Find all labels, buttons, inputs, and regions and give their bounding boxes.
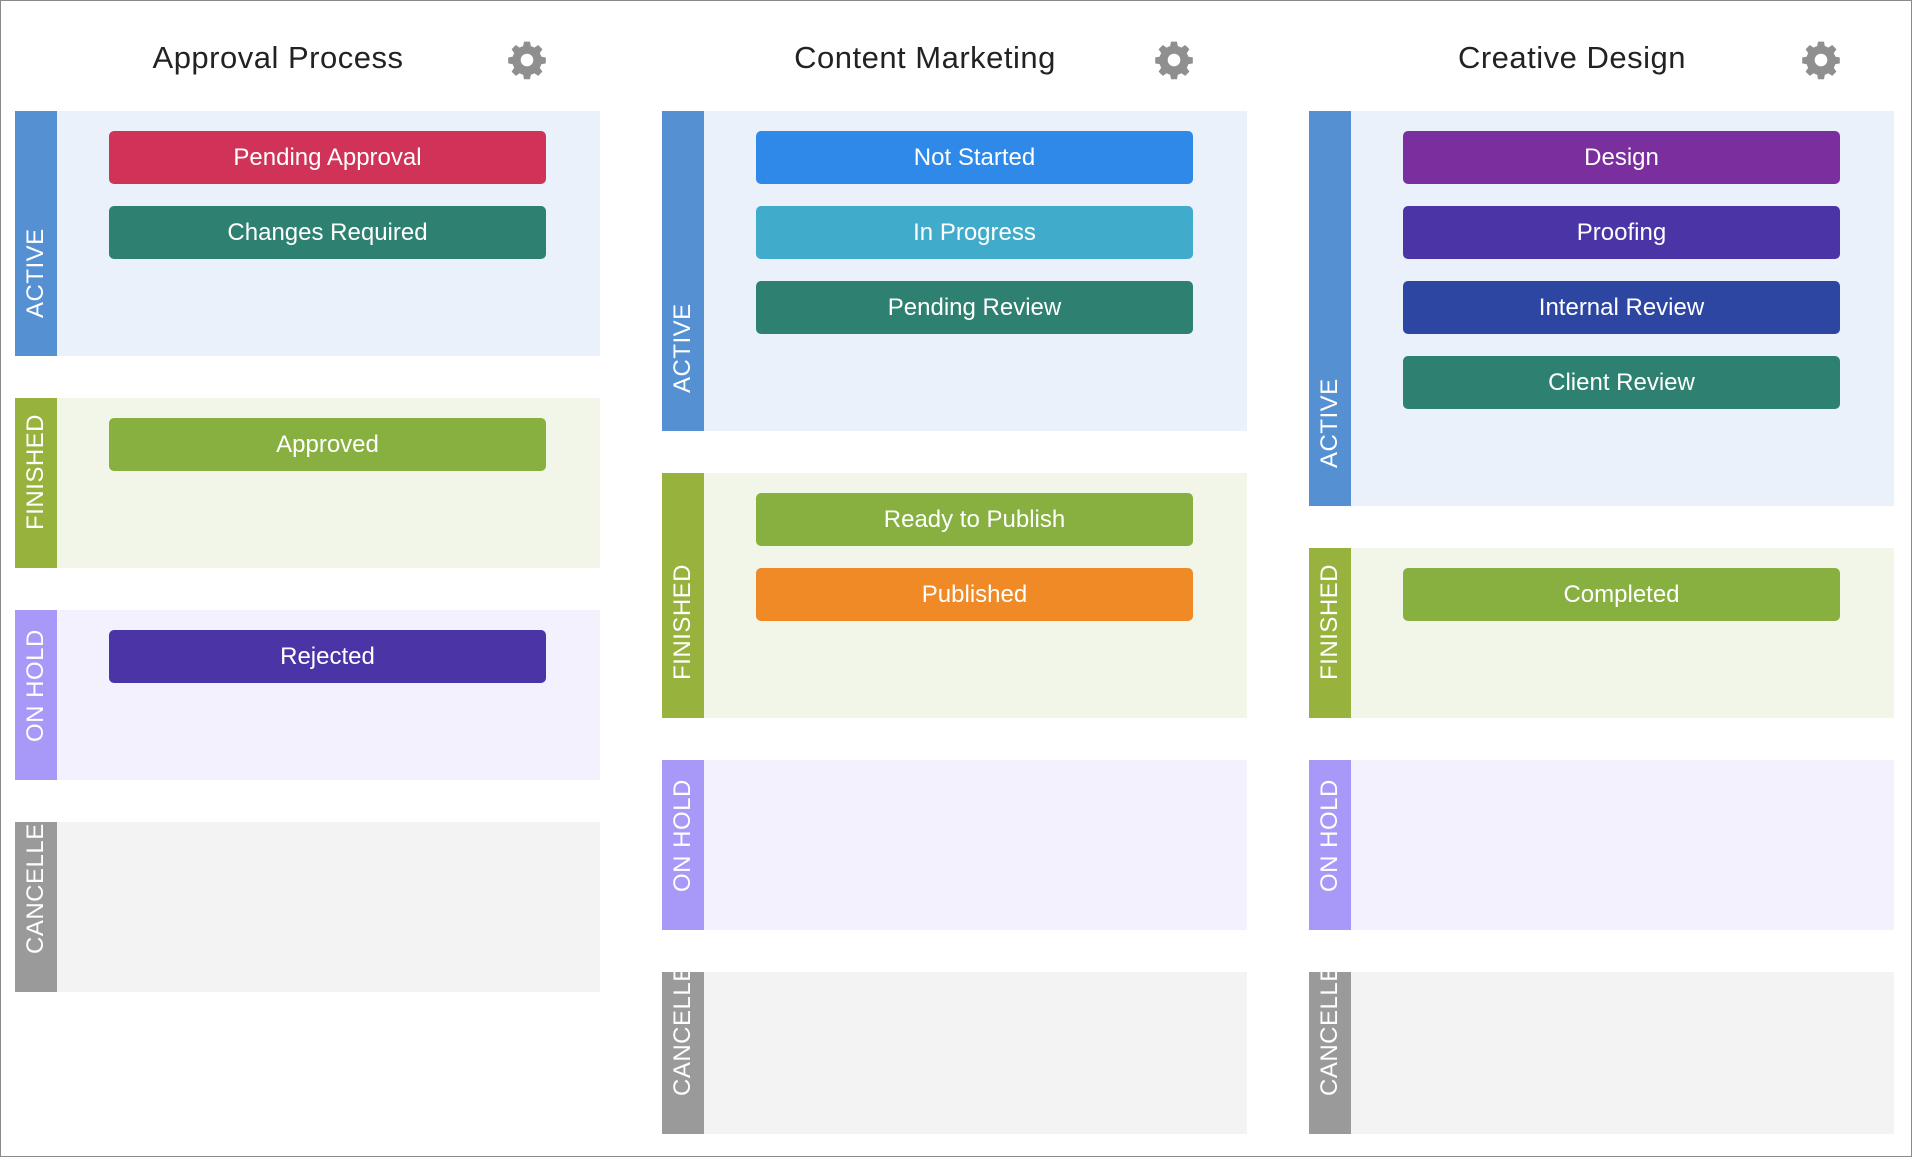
group-body-cancelled (1351, 972, 1894, 1134)
status-completed[interactable]: Completed (1403, 568, 1840, 621)
status-pending-approval[interactable]: Pending Approval (109, 131, 546, 184)
workflow-column-content-marketing: Content Marketing ACTIVE Not Started In … (662, 29, 1247, 1176)
status-client-review[interactable]: Client Review (1403, 356, 1840, 409)
workflow-column-creative-design: Creative Design ACTIVE Design Proofing I… (1309, 29, 1894, 1176)
group-body-active: Design Proofing Internal Review Client R… (1351, 111, 1894, 506)
status-in-progress[interactable]: In Progress (756, 206, 1193, 259)
group-label: CANCELLEL (22, 822, 49, 954)
group-tab-on-hold: ON HOLD (662, 760, 704, 930)
group-body-finished: Ready to Publish Published (704, 473, 1247, 718)
group-tab-active: ACTIVE (1309, 111, 1351, 506)
group-label: ON HOLD (1316, 779, 1343, 892)
status-not-started[interactable]: Not Started (756, 131, 1193, 184)
group-active: ACTIVE Pending Approval Changes Required (15, 111, 600, 356)
column-header: Content Marketing (662, 29, 1247, 111)
gear-icon[interactable] (1153, 39, 1195, 81)
group-label: FINISHED (22, 413, 49, 530)
status-internal-review[interactable]: Internal Review (1403, 281, 1840, 334)
group-body-on-hold (1351, 760, 1894, 930)
group-tab-on-hold: ON HOLD (15, 610, 57, 780)
column-title: Creative Design (1457, 40, 1687, 75)
group-body-on-hold: Rejected (57, 610, 600, 780)
column-header: Approval Process (15, 29, 600, 111)
group-tab-finished: FINISHED (1309, 548, 1351, 718)
status-proofing[interactable]: Proofing (1403, 206, 1840, 259)
column-header: Creative Design (1309, 29, 1894, 111)
group-tab-cancelled: CANCELLEL (1309, 972, 1351, 1134)
group-finished: FINISHED Completed (1309, 548, 1894, 718)
group-tab-cancelled: CANCELLEL (662, 972, 704, 1134)
group-label: ON HOLD (669, 779, 696, 892)
status-design[interactable]: Design (1403, 131, 1840, 184)
gear-icon[interactable] (1800, 39, 1842, 81)
group-finished: FINISHED Ready to Publish Published (662, 473, 1247, 718)
group-finished: FINISHED Approved (15, 398, 600, 568)
column-title: Content Marketing (794, 40, 1056, 75)
group-label: CANCELLEL (1316, 972, 1343, 1096)
column-title: Approval Process (152, 40, 404, 75)
status-approved[interactable]: Approved (109, 418, 546, 471)
status-published[interactable]: Published (756, 568, 1193, 621)
group-on-hold: ON HOLD Rejected (15, 610, 600, 780)
group-body-on-hold (704, 760, 1247, 930)
group-body-finished: Completed (1351, 548, 1894, 718)
gear-icon[interactable] (506, 39, 548, 81)
status-rejected[interactable]: Rejected (109, 630, 546, 683)
group-tab-cancelled: CANCELLEL (15, 822, 57, 992)
group-cancelled: CANCELLEL (1309, 972, 1894, 1134)
group-body-cancelled (57, 822, 600, 992)
group-body-cancelled (704, 972, 1247, 1134)
group-on-hold: ON HOLD (1309, 760, 1894, 930)
group-active: ACTIVE Not Started In Progress Pending R… (662, 111, 1247, 431)
status-pending-review[interactable]: Pending Review (756, 281, 1193, 334)
group-label: ACTIVE (22, 228, 49, 318)
group-label: ACTIVE (669, 303, 696, 393)
group-tab-on-hold: ON HOLD (1309, 760, 1351, 930)
group-tab-active: ACTIVE (662, 111, 704, 431)
group-cancelled: CANCELLEL (15, 822, 600, 992)
group-label: ON HOLD (22, 629, 49, 742)
group-label: CANCELLEL (669, 972, 696, 1096)
group-body-active: Pending Approval Changes Required (57, 111, 600, 356)
group-tab-finished: FINISHED (15, 398, 57, 568)
status-ready-to-publish[interactable]: Ready to Publish (756, 493, 1193, 546)
group-on-hold: ON HOLD (662, 760, 1247, 930)
workflow-column-approval-process: Approval Process ACTIVE Pending Approval… (15, 29, 600, 1034)
group-label: FINISHED (669, 563, 696, 680)
group-body-active: Not Started In Progress Pending Review (704, 111, 1247, 431)
group-tab-finished: FINISHED (662, 473, 704, 718)
group-label: FINISHED (1316, 563, 1343, 680)
status-changes-required[interactable]: Changes Required (109, 206, 546, 259)
group-active: ACTIVE Design Proofing Internal Review C… (1309, 111, 1894, 506)
group-cancelled: CANCELLEL (662, 972, 1247, 1134)
workflow-board: Approval Process ACTIVE Pending Approval… (15, 29, 1894, 1156)
group-tab-active: ACTIVE (15, 111, 57, 356)
group-body-finished: Approved (57, 398, 600, 568)
group-label: ACTIVE (1316, 378, 1343, 468)
